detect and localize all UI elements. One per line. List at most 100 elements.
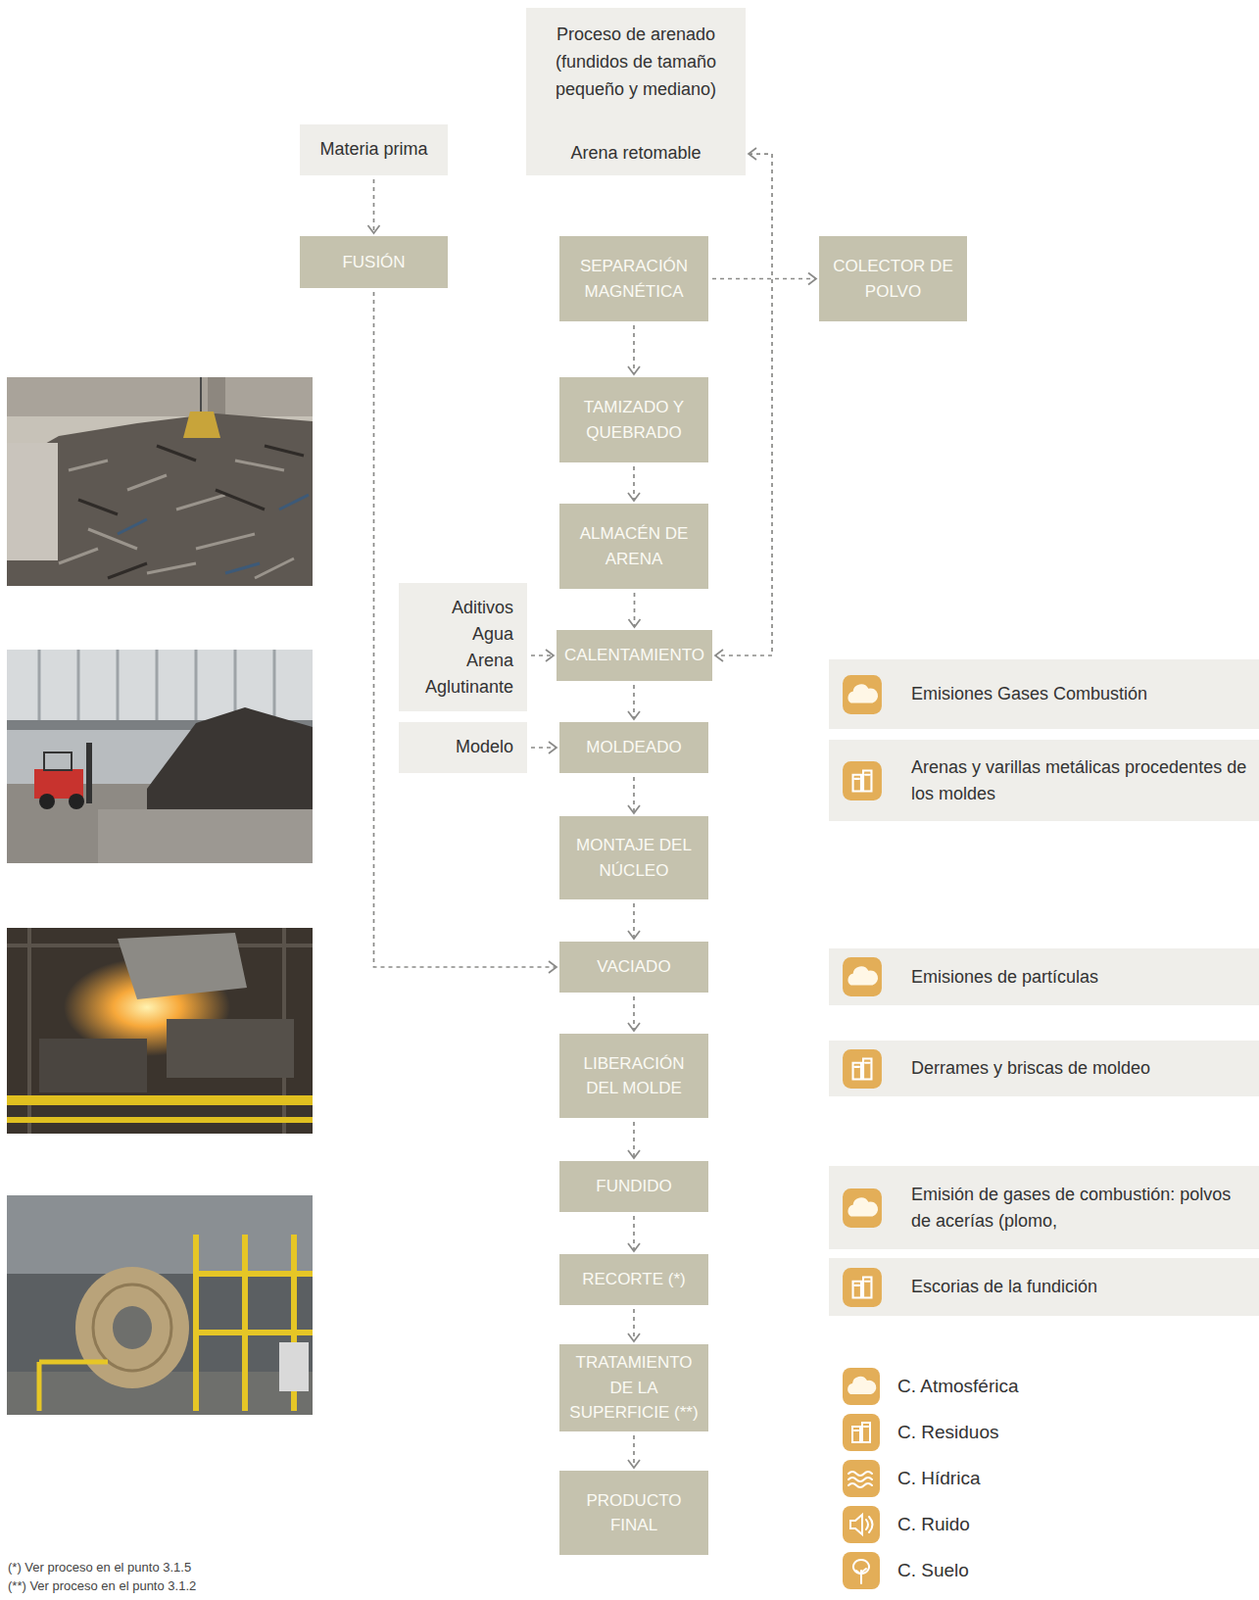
- arrowhead: [628, 1243, 640, 1252]
- process-box: LIBERACIÓN DEL MOLDE: [559, 1033, 709, 1118]
- process-box: RECORTE (*): [559, 1254, 709, 1306]
- process-box: CALENTAMIENTO: [556, 629, 713, 681]
- arrowhead: [628, 711, 640, 720]
- process-box: FUNDIDO: [559, 1161, 709, 1212]
- photo-coil: [6, 1195, 313, 1415]
- impact-panel: Arenas y varillas metálicas procedentes …: [828, 739, 1259, 822]
- legend-text: C. Atmosférica: [897, 1375, 1019, 1399]
- connector: [712, 273, 817, 286]
- bin-icon: [841, 760, 883, 802]
- connector: [628, 996, 640, 1031]
- connector: [531, 741, 557, 754]
- connector: [628, 1121, 640, 1159]
- bin-icon: [841, 1048, 883, 1090]
- footnote: (**) Ver proceso en el punto 3.1.2: [7, 1578, 196, 1595]
- box-text: Arena retomable: [570, 140, 701, 168]
- box-text: Emisiones de partículas: [911, 964, 1099, 990]
- connector-line: [632, 996, 635, 1031]
- connector: [715, 147, 773, 662]
- connector-line: [712, 278, 817, 281]
- box-text: Arena: [466, 647, 514, 675]
- connector-line: [531, 746, 557, 749]
- connector-line: [715, 153, 773, 656]
- arrowhead: [628, 1333, 640, 1342]
- process-box: COLECTOR DE POLVO: [819, 236, 968, 322]
- connector-line: [531, 654, 554, 657]
- arrowhead: [629, 619, 641, 628]
- connector-line: [632, 325, 635, 375]
- photo-pouring: [6, 927, 313, 1134]
- process-box: VACIADO: [559, 941, 709, 993]
- connector-line: [373, 179, 376, 234]
- input-box: Modelo: [398, 722, 528, 774]
- arrowhead: [548, 741, 557, 754]
- process-box: PRODUCTO FINAL: [559, 1470, 709, 1555]
- footnote: (*) Ver proceso en el punto 3.1.5: [7, 1559, 192, 1576]
- box-text: Emisiones Gases Combustión: [911, 680, 1148, 707]
- connector: [628, 684, 640, 720]
- legend-text: C. Ruido: [897, 1513, 970, 1537]
- box-text: RECORTE (*): [581, 1266, 685, 1293]
- connector: [628, 1215, 640, 1252]
- box-text: Derrames y briscas de moldeo: [911, 1055, 1151, 1081]
- arrowhead: [628, 366, 640, 375]
- connector: [531, 649, 554, 662]
- connector-line: [632, 1435, 635, 1468]
- legend-item: C. Residuos: [841, 1412, 1000, 1453]
- arrowhead: [628, 805, 640, 814]
- legend-text: C. Residuos: [897, 1421, 1000, 1445]
- box-text: SEPARACIÓN MAGNÉTICA: [565, 253, 703, 304]
- process-box: TRATAMIENTO DE LA SUPERFICIE (**): [559, 1344, 709, 1432]
- box-text: Escorias de la fundición: [911, 1273, 1098, 1300]
- impact-panel: Emisiones Gases Combustión: [828, 659, 1259, 729]
- box-text: Modelo: [455, 735, 514, 759]
- connector: [374, 291, 558, 973]
- sound-icon: [841, 1504, 881, 1545]
- box-text: Aglutinante: [425, 674, 514, 701]
- box-text: PRODUCTO FINAL: [565, 1488, 703, 1539]
- cloud-icon: [841, 956, 883, 998]
- input-box: AditivosAguaArenaAglutinante: [398, 582, 528, 712]
- box-text: FUNDIDO: [595, 1173, 672, 1200]
- arrowhead: [628, 1022, 640, 1031]
- legend-text: C. Hídrica: [897, 1467, 980, 1491]
- process-box: MONTAJE DEL NÚCLEO: [559, 816, 709, 900]
- impact-panel: Derrames y briscas de moldeo: [828, 1040, 1259, 1097]
- cloud-icon: [841, 674, 883, 716]
- photo-scrap-yard: [6, 377, 313, 586]
- arrowhead: [545, 649, 554, 662]
- legend-item: C. Atmosférica: [841, 1366, 1019, 1406]
- box-text: TRATAMIENTO DE LA SUPERFICIE (**): [565, 1350, 703, 1426]
- arrowhead: [715, 649, 724, 662]
- tree-icon: [841, 1550, 881, 1591]
- process-box: MOLDEADO: [559, 722, 709, 774]
- input-box: Proceso de arenado (fundidos de tamaño p…: [526, 7, 746, 176]
- wave-icon: [841, 1458, 881, 1499]
- connector-line: [632, 903, 635, 939]
- box-text: MONTAJE DEL NÚCLEO: [565, 832, 703, 883]
- box-text: ALMACÉN DE ARENA: [565, 521, 703, 572]
- process-box: FUSIÓN: [299, 236, 448, 289]
- arrowhead: [628, 492, 640, 501]
- connector-line: [632, 1215, 635, 1252]
- connector-line: [632, 1308, 635, 1342]
- input-box: Materia prima: [299, 124, 448, 176]
- photo-forklift-scrap: [6, 649, 313, 864]
- box-text: LIBERACIÓN DEL MOLDE: [565, 1051, 703, 1102]
- cloud-icon: [841, 1366, 881, 1406]
- box-text: Aditivos: [451, 594, 514, 622]
- box-text: VACIADO: [596, 954, 671, 980]
- connector: [628, 325, 640, 375]
- box-text: Proceso de arenado (fundidos de tamaño p…: [535, 21, 736, 104]
- connector: [628, 466, 640, 501]
- connector-line: [632, 466, 635, 501]
- box-text: TAMIZADO Y QUEBRADO: [565, 394, 703, 445]
- arrowhead: [628, 1459, 640, 1468]
- bin-icon: [841, 1412, 881, 1453]
- process-box: SEPARACIÓN MAGNÉTICA: [559, 236, 709, 322]
- box-text: COLECTOR DE POLVO: [824, 253, 962, 304]
- box-text: Arenas y varillas metálicas procedentes …: [911, 754, 1252, 806]
- box-text: MOLDEADO: [585, 734, 681, 761]
- connector-line: [633, 592, 636, 628]
